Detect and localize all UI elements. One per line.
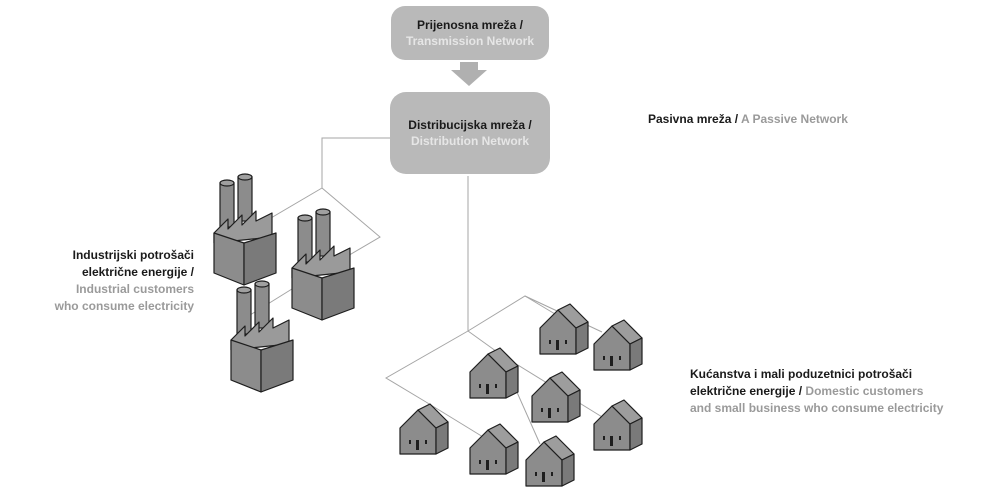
down-arrow-icon	[451, 62, 487, 86]
passive-network-label-en: A Passive Network	[740, 112, 848, 126]
industrial-label-hr-line1: Industrijski potrošači	[72, 248, 194, 262]
industrial-label-en-line2: who consume electricity	[54, 299, 194, 313]
passive-network-label-hr: Pasivna mreža /	[648, 112, 739, 126]
domestic-label-hr-line2: električne energije /	[690, 384, 803, 398]
domestic-label-hr-line1: Kućanstva i mali poduzetnici potrošači	[690, 367, 913, 381]
transmission-network-box: Prijenosna mreža / Transmission Network	[391, 6, 549, 60]
house-icon	[469, 347, 519, 399]
distribution-network-label-en: Distribution Network	[410, 134, 529, 148]
house-icon	[525, 435, 575, 487]
domestic-customers-label: Kućanstva i mali poduzetnici potrošači e…	[690, 366, 943, 417]
distribution-network-box: Distribucijska mreža / Distribution Netw…	[390, 92, 550, 174]
passive-network-label: Pasivna mreža / A Passive Network	[648, 111, 848, 128]
factory-icon	[291, 208, 355, 321]
domestic-label-en-line1: Domestic customers	[805, 384, 924, 398]
factory-icon	[230, 280, 294, 393]
house-icon	[593, 399, 643, 451]
domestic-label-en-line2: and small business who consume electrici…	[690, 401, 944, 415]
house-icon	[531, 371, 581, 423]
house-icon	[469, 423, 519, 475]
factory-icon	[213, 173, 277, 286]
distribution-network-label-hr: Distribucijska mreža /	[408, 118, 532, 132]
transmission-network-label-en: Transmission Network	[405, 34, 535, 48]
industrial-label-en-line1: Industrial customers	[75, 282, 194, 296]
house-icon	[593, 319, 643, 371]
industrial-customers-label: Industrijski potrošači električne energi…	[55, 247, 194, 315]
transmission-network-label-hr: Prijenosna mreža /	[416, 18, 524, 32]
house-icon	[539, 303, 589, 355]
industrial-label-hr-line2: električne energije /	[81, 265, 194, 279]
